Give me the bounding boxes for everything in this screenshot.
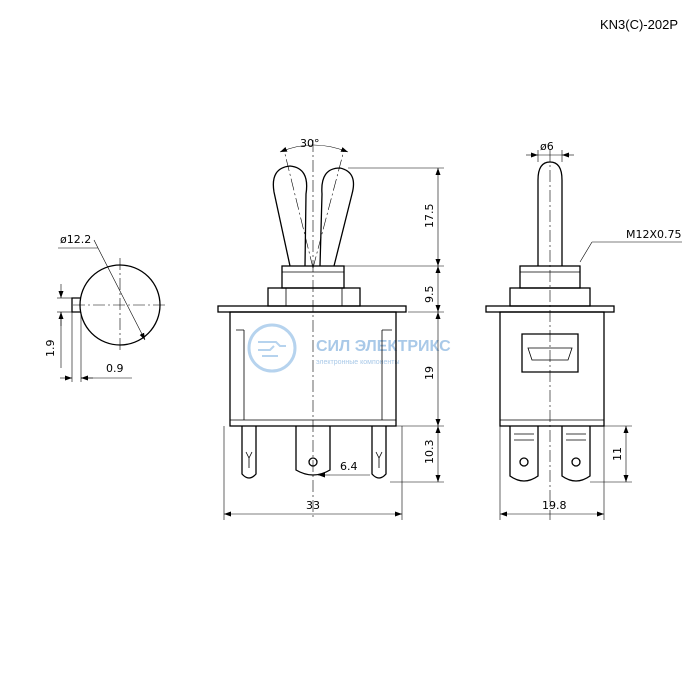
- body-height-label: 19: [423, 366, 436, 380]
- washer-dia-label: ø12.2: [60, 233, 91, 246]
- watermark: СИЛ ЭЛЕКТРИКС электронные компоненты: [247, 323, 451, 373]
- front-terminal-right: [371, 426, 387, 479]
- model-label: KN3(C)-202P: [599, 17, 678, 32]
- lever-angle-label: 30°: [300, 137, 320, 150]
- watermark-tagline: электронные компоненты: [316, 359, 400, 366]
- watermark-brand: СИЛ ЭЛЕКТРИКС: [316, 338, 451, 355]
- lever-left-position: [272, 165, 308, 267]
- front-terminal-left: [241, 426, 257, 479]
- terminal-width-label: 6.4: [340, 460, 358, 473]
- bushing-height-label: 9.5: [423, 286, 436, 304]
- side-terminal-right: [561, 426, 591, 482]
- front-view: 30° 6.4 33: [217, 137, 444, 520]
- thread-label: M12X0.75: [626, 228, 682, 241]
- switch-body: [229, 311, 397, 427]
- lever-length-label: 17.5: [423, 204, 436, 229]
- mounting-nut: [267, 287, 361, 307]
- side-terminal-left: [509, 426, 539, 482]
- key-height-label: 1.9: [44, 340, 57, 358]
- side-view: ø6 M12X0.75 11: [485, 140, 682, 520]
- watermark-logo-icon: [247, 323, 297, 373]
- terminal-height-label: 10.3: [423, 440, 436, 465]
- side-actuator-window: [521, 333, 579, 373]
- body-width-label: 33: [306, 499, 320, 512]
- washer-detail-view: ø12.2 1.9 0.9: [44, 233, 167, 382]
- side-lever: [537, 161, 563, 266]
- side-terminal-label: 11: [611, 447, 624, 461]
- front-terminal-center: [295, 426, 331, 476]
- side-body: [499, 311, 605, 427]
- mounting-plate: [217, 305, 407, 313]
- side-depth-label: 19.8: [542, 499, 567, 512]
- lever-dia-label: ø6: [540, 140, 554, 153]
- key-width-label: 0.9: [106, 362, 124, 375]
- lever-right-position: [319, 167, 355, 267]
